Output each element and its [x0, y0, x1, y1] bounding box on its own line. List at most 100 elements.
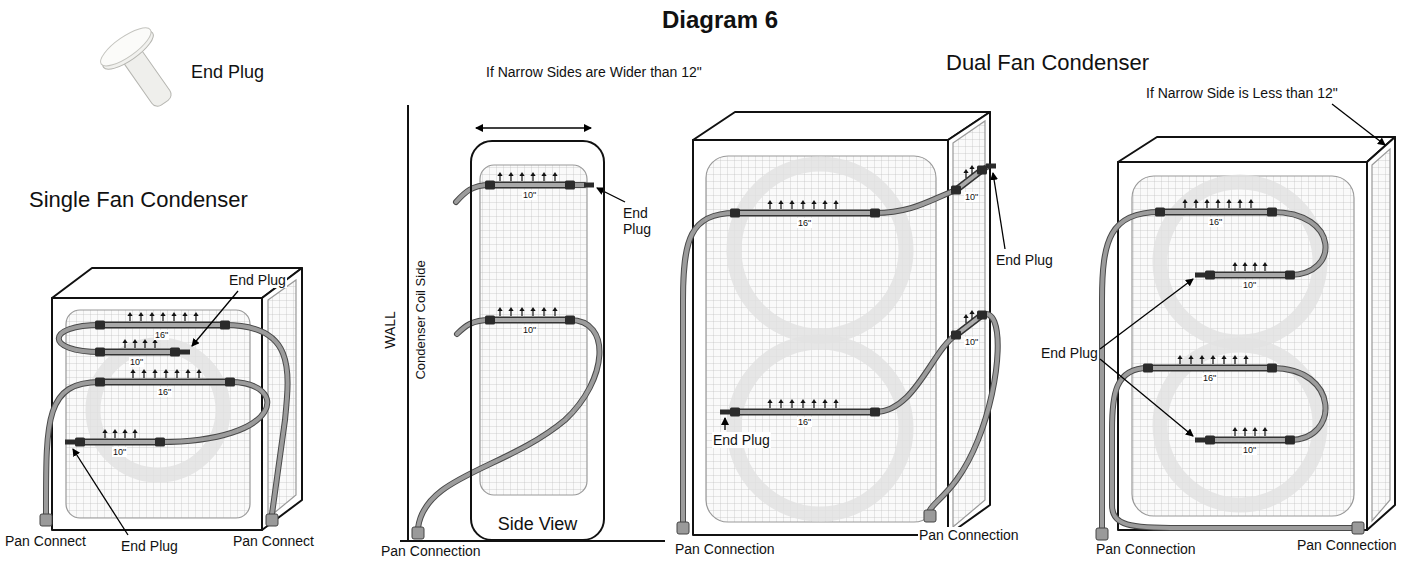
illustration-path — [59, 325, 100, 352]
illustration-use — [112, 429, 117, 438]
illustration-use — [730, 408, 740, 417]
illustration-use — [565, 181, 575, 190]
illustration-use — [1210, 355, 1215, 364]
illustration-use — [767, 200, 772, 209]
dimension-label: 16" — [1202, 373, 1217, 383]
illustration-use — [149, 312, 154, 321]
illustration-use — [530, 307, 535, 316]
illustration-use — [541, 307, 546, 316]
illustration-use — [152, 369, 157, 378]
illustration-use — [65, 440, 75, 445]
illustration-use — [951, 331, 961, 340]
illustration-use — [1237, 199, 1242, 208]
illustration-path — [1112, 368, 1352, 528]
illustration-line — [100, 380, 230, 384]
illustration-g — [65, 312, 235, 447]
illustration-use — [1195, 273, 1205, 278]
illustration-path — [1272, 368, 1326, 440]
part-label: Pan Connection — [674, 541, 776, 557]
illustration-use — [132, 429, 137, 438]
illustration-use — [822, 200, 827, 209]
illustration-use — [800, 200, 805, 209]
illustration-use — [870, 209, 880, 218]
illustration-use — [1204, 199, 1209, 208]
illustration-path — [456, 185, 490, 202]
illustration-line — [1210, 272, 1290, 279]
illustration-use — [530, 172, 535, 181]
illustration-use — [986, 164, 996, 169]
illustration-use — [1262, 262, 1267, 271]
illustration-use — [778, 399, 783, 408]
illustration-line — [490, 183, 570, 187]
illustration-path — [683, 213, 735, 522]
illustration-line — [1210, 273, 1290, 277]
illustration-path — [1272, 368, 1326, 440]
illustration-use — [1243, 355, 1248, 364]
illustration-ellipse — [96, 21, 157, 72]
dimension-label: 10" — [129, 357, 144, 367]
part-label: Pan Connection — [918, 527, 1020, 543]
illustration-use — [1195, 438, 1205, 443]
illustration-polygon — [52, 268, 302, 298]
part-label: WALL — [382, 310, 398, 350]
dimension-label: 10" — [1242, 280, 1257, 290]
illustration-use — [1199, 355, 1204, 364]
part-label: End Plug — [120, 538, 179, 554]
illustration-g — [46, 167, 1352, 528]
part-label: Condenser Coil Side — [414, 259, 429, 380]
illustration-use — [142, 339, 147, 348]
illustration-path — [875, 190, 956, 213]
illustration-line — [1148, 365, 1272, 372]
illustration-line — [407, 105, 409, 541]
illustration-line — [490, 317, 570, 324]
illustration-use — [519, 172, 524, 181]
illustration-line — [80, 440, 160, 444]
part-label: End Plug — [622, 205, 666, 237]
illustration-use — [412, 527, 424, 539]
illustration-use — [1267, 364, 1277, 373]
illustration-use — [141, 369, 146, 378]
part-label: Pan Connection — [1095, 541, 1197, 557]
illustration-use — [1267, 208, 1277, 217]
illustration-use — [497, 307, 502, 316]
illustration-polygon — [953, 121, 985, 527]
illustration-use — [1205, 436, 1215, 445]
dimension-label: 16" — [157, 387, 172, 397]
part-label: Pan Connect — [232, 533, 315, 549]
illustration-use — [182, 312, 187, 321]
illustration-polygon — [948, 112, 990, 535]
illustration-path — [875, 335, 956, 412]
illustration-path — [46, 382, 100, 514]
illustration-g — [46, 167, 1352, 528]
illustration-rect — [480, 165, 587, 495]
illustration-use — [541, 172, 546, 181]
illustration-use — [1232, 262, 1237, 271]
illustration-use — [132, 339, 137, 348]
illustration-use — [1285, 271, 1295, 280]
illustration-line — [100, 322, 225, 329]
illustration-use — [1285, 436, 1295, 445]
illustration-use — [266, 514, 278, 526]
illustration-polygon — [1118, 137, 1395, 162]
illustration-line — [1160, 210, 1272, 214]
dimension-label: 10" — [964, 192, 979, 202]
part-label: Dual Fan Condenser — [945, 50, 1150, 75]
illustration-use — [730, 209, 740, 218]
illustration-line — [192, 291, 238, 346]
illustration-line — [100, 350, 175, 354]
illustration-use — [1248, 199, 1253, 208]
illustration-path — [456, 185, 490, 202]
illustration-use — [1221, 355, 1226, 364]
illustration-use — [1205, 271, 1215, 280]
illustration-rect — [693, 140, 948, 535]
illustration-use — [789, 200, 794, 209]
part-label: End Plug — [190, 62, 265, 83]
illustration-path — [683, 213, 735, 522]
illustration-path — [930, 314, 998, 510]
illustration-line — [1210, 438, 1290, 442]
illustration-g — [1143, 199, 1295, 445]
illustration-use — [833, 200, 838, 209]
illustration-rect — [66, 310, 250, 518]
illustration-line — [73, 449, 128, 535]
